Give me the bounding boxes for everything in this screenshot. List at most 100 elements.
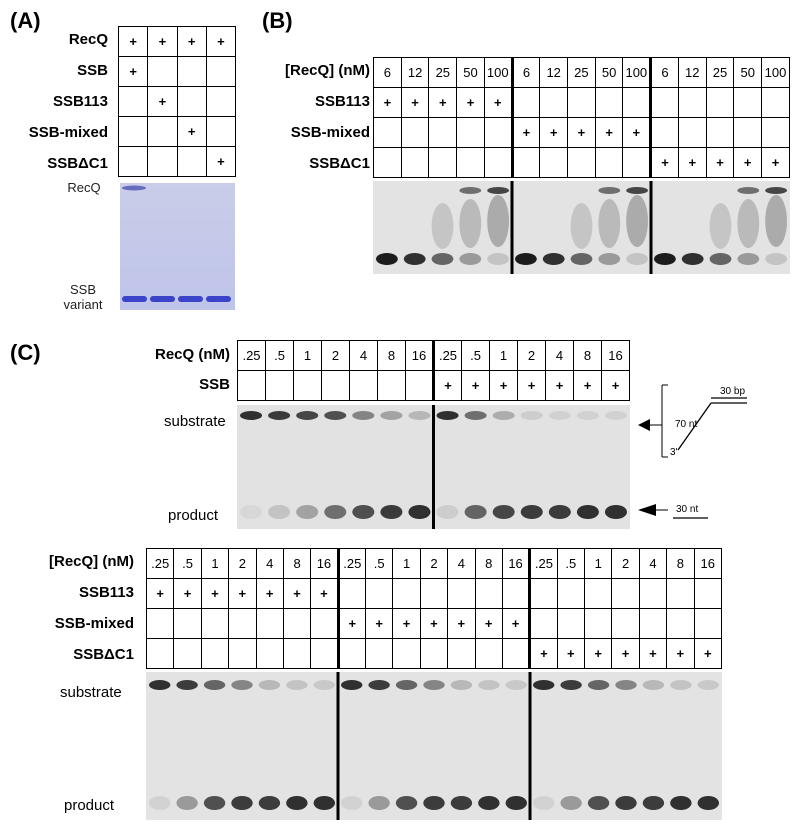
free-dna-band — [542, 253, 565, 265]
panel-c-top-mark-cell — [349, 370, 378, 401]
panel-c-label: (C) — [10, 340, 41, 365]
product-band — [492, 505, 515, 519]
substrate-band — [313, 680, 335, 690]
panel-a-grid-row: + — [117, 116, 237, 147]
panel-c-bottom-mark-cell — [611, 578, 640, 609]
panel-c-bottom-mark-cell — [173, 638, 202, 669]
panel-b-mark-cell — [677, 117, 707, 148]
substrate-band — [324, 411, 347, 420]
panel-b-concentration-cell: 12 — [677, 57, 707, 88]
panel-c-bottom-mark-cell: + — [364, 608, 394, 639]
well-complex-band — [765, 187, 787, 194]
panel-a-grid: ++++++++ — [117, 26, 237, 177]
shifted-complex-smear — [709, 203, 732, 249]
panel-a-cell: + — [117, 56, 149, 87]
panel-b-mark-cell — [622, 147, 652, 178]
panel-c-bottom-concentration-cell: 4 — [638, 548, 668, 579]
panel-a-cell — [205, 56, 237, 87]
panel-b-mark-cell — [373, 117, 402, 148]
free-dna-band — [654, 253, 676, 265]
panel-a-cell — [117, 116, 149, 147]
panel-c-bottom-concentration-cell: .5 — [364, 548, 394, 579]
well-complex-band — [598, 187, 621, 194]
panel-c-bottom-mark-cell — [474, 638, 503, 669]
panel-a-cell — [147, 146, 178, 177]
product-band — [587, 796, 610, 810]
panel-a-cell: + — [117, 26, 149, 57]
panel-a-row-label-ssb: SSB — [77, 62, 108, 79]
panel-c-bottom-mark-cell — [145, 608, 175, 639]
panel-c-bottom-concentration-cell: 4 — [447, 548, 476, 579]
panel-c-bottom-mark-cell: + — [474, 608, 503, 639]
panel-b-concentration-cell: 50 — [456, 57, 485, 88]
panel-c-bottom-mark-cell — [528, 608, 558, 639]
panel-a-grid-row: + — [117, 56, 237, 87]
panel-a-row-label-ssb113: SSB113 — [52, 93, 108, 110]
panel-b-mark-cell: + — [649, 147, 679, 178]
panel-c-bottom-concentration-cell: 16 — [693, 548, 722, 579]
product-band — [642, 796, 665, 810]
panel-b-mark-cell — [400, 117, 430, 148]
ssb-band-lane-2 — [150, 296, 175, 302]
panel-c-bottom-mark-cell — [145, 638, 175, 669]
panel-c-bottom-row-label-ssb-dc1: SSBΔC1 — [73, 646, 134, 663]
panel-c-top-mark-cell — [237, 370, 266, 401]
panel-c-bottom-header-label: [RecQ] (nM) — [49, 553, 134, 570]
ssb-band-lane-4 — [206, 296, 231, 302]
panel-b-mark-cell — [567, 87, 596, 118]
panel-c-bottom-mark-cell — [447, 578, 476, 609]
panel-c-bottom-mark-cell — [200, 608, 230, 639]
panel-c-top-condition-row: +++++++ — [237, 370, 630, 401]
substrate-band — [203, 680, 226, 690]
substrate-band — [604, 411, 627, 420]
panel-c-bottom-mark-cell: + — [336, 608, 367, 639]
panel-c-bottom-mark-cell — [611, 608, 640, 639]
panel-c-bottom-mark-cell — [173, 608, 202, 639]
product-band — [341, 796, 363, 810]
panel-c-top-mark-cell: + — [489, 370, 518, 401]
schematic-bp-label: 30 bp — [720, 386, 746, 397]
panel-c-bottom-mark-cell — [638, 578, 668, 609]
product-band — [423, 796, 445, 810]
panel-b-mark-cell — [622, 87, 652, 118]
panel-b-mark-cell: + — [594, 117, 624, 148]
panel-c-top-mark-cell: + — [573, 370, 602, 401]
panel-a-cell — [176, 146, 207, 177]
panel-c-bottom-mark-cell: + — [556, 638, 586, 669]
panel-c-bottom-mark-cell — [282, 608, 312, 639]
product-arrow-icon — [638, 504, 656, 516]
panel-b-row-label-ssb-dc1: SSBΔC1 — [309, 155, 370, 172]
substrate-band — [395, 680, 418, 690]
panel-b-mark-cell — [539, 87, 569, 118]
product-band — [313, 796, 335, 810]
panel-c-bottom-concentration-cell: 2 — [419, 548, 449, 579]
panel-b-mark-cell — [428, 117, 458, 148]
shifted-complex-smear — [459, 199, 482, 248]
panel-c-bottom-mark-cell — [255, 608, 284, 639]
panel-a-cell — [117, 146, 149, 177]
panel-c-top-mark-cell: + — [545, 370, 574, 401]
panel-c-bottom-mark-cell: + — [255, 578, 284, 609]
panel-c-bottom-mark-cell — [556, 608, 586, 639]
panel-c-bottom-mark-cell: + — [666, 638, 695, 669]
panel-a-gel-label-ssb-variant-text: SSB variant — [63, 282, 103, 312]
panel-b-mark-cell: + — [677, 147, 707, 178]
panel-c-bottom-mark-cell — [583, 578, 613, 609]
substrate-band — [268, 411, 291, 420]
panel-a-cell — [147, 56, 178, 87]
panel-c-bottom-mark-cell: + — [693, 638, 722, 669]
free-dna-band — [487, 253, 509, 265]
panel-a-cell: + — [147, 86, 178, 117]
panel-a-row-label-recq: RecQ — [68, 31, 108, 48]
panel-b-mark-cell — [705, 117, 735, 148]
panel-b-row-label-ssb-mixed: SSB-mixed — [290, 124, 370, 141]
panel-b-mark-cell — [677, 87, 707, 118]
well-complex-band — [459, 187, 482, 194]
panel-b-mark-cell: + — [733, 147, 763, 178]
panel-c-bottom-mark-cell — [666, 608, 695, 639]
panel-c-bottom-product-label: product — [64, 797, 115, 814]
product-band — [604, 505, 627, 519]
panel-c-top-helicase-gel — [237, 405, 630, 529]
